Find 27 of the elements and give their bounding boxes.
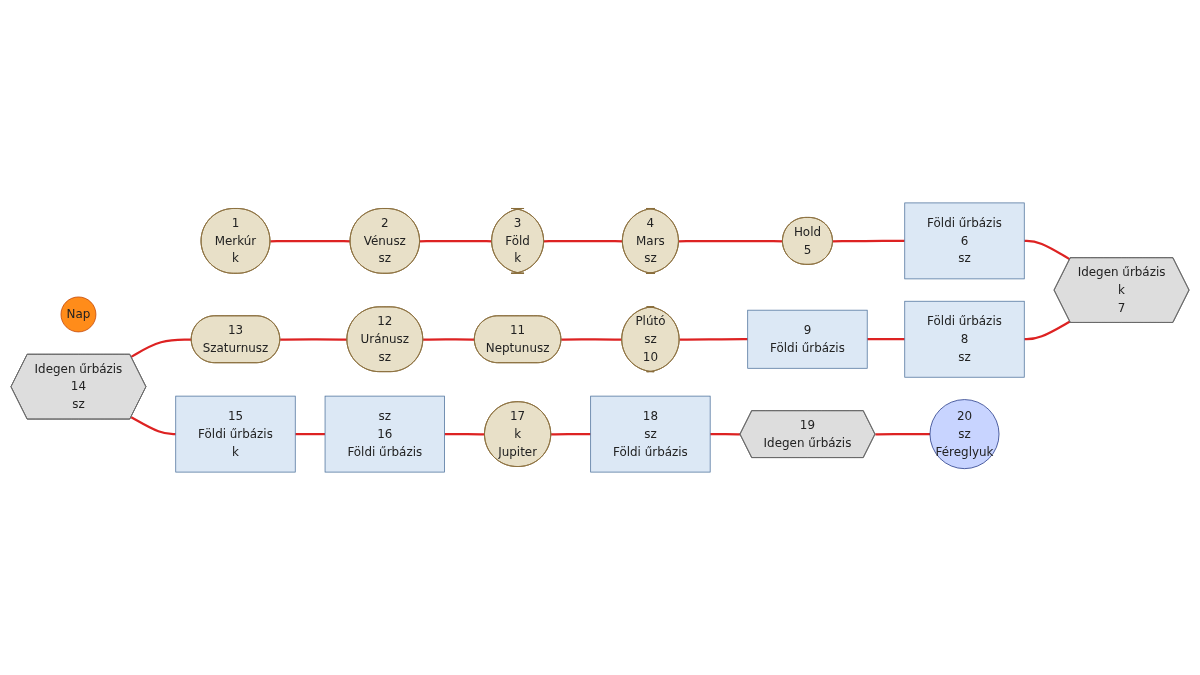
connector [280, 338, 348, 341]
node-box: Földi űrbázis 6 sz [904, 202, 1025, 280]
node-box: 15 Földi űrbázis k [175, 395, 296, 473]
connector [832, 239, 905, 243]
connector [270, 239, 351, 243]
connector [679, 338, 748, 341]
connector [710, 433, 741, 436]
node-box: 18 sz Földi űrbázis [590, 395, 711, 473]
connector [561, 338, 623, 341]
connector [678, 239, 783, 243]
connector [419, 239, 493, 243]
connector [1024, 239, 1071, 261]
connector [543, 239, 623, 243]
connector [551, 433, 591, 436]
connector [130, 416, 176, 436]
node-circle: Nap [60, 296, 97, 333]
connector [423, 338, 475, 341]
connector [875, 433, 930, 436]
node-box: Földi űrbázis 8 sz [904, 300, 1025, 378]
connector [1024, 320, 1071, 341]
connector [867, 338, 905, 341]
node-box: sz 16 Földi űrbázis [324, 395, 445, 473]
node-box: 9 Földi űrbázis [747, 309, 868, 369]
connector [295, 433, 326, 436]
connector [444, 433, 485, 436]
node-circle: 20 sz Féreglyuk [929, 399, 1000, 469]
connector [130, 338, 192, 358]
